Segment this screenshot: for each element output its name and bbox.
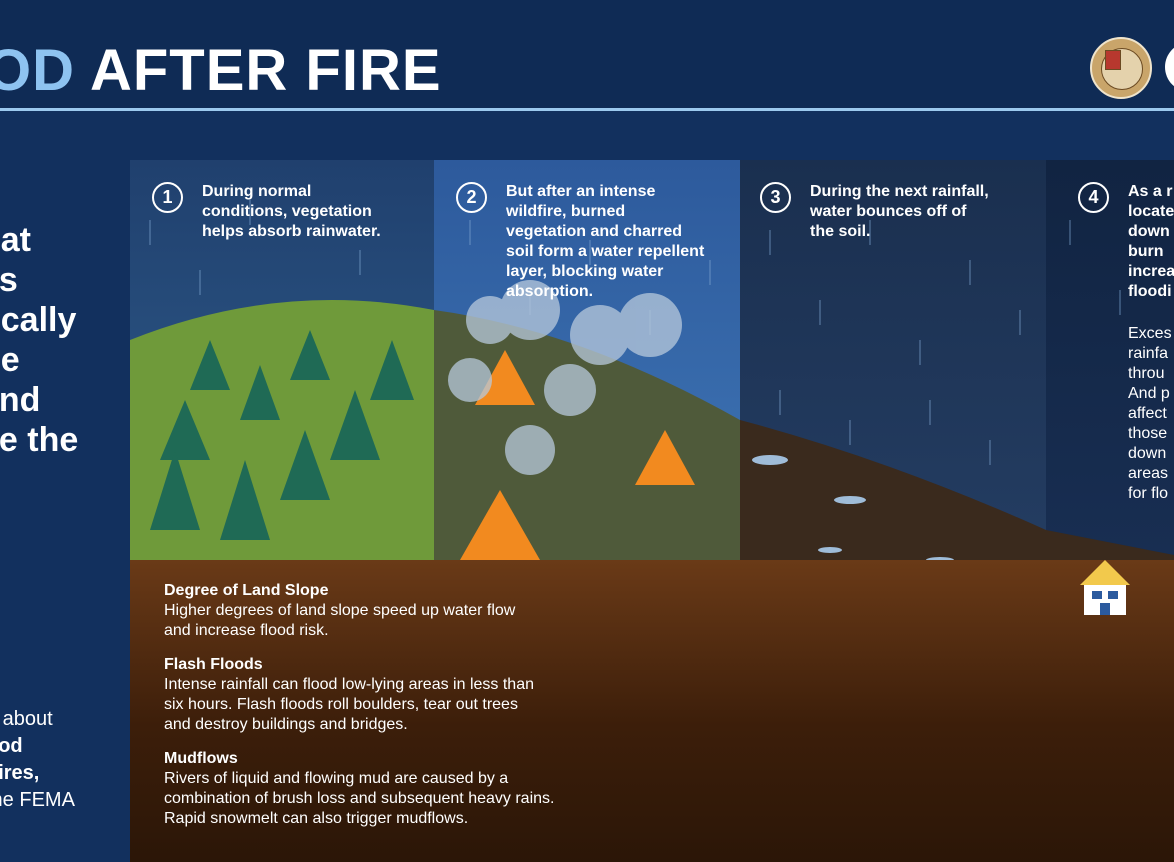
info-line: Intense rainfall can flood low-lying are… bbox=[164, 676, 534, 693]
step-2-badge: 2 bbox=[456, 182, 487, 213]
detail-line: rainfa bbox=[1128, 345, 1169, 362]
detail-line: Exces bbox=[1128, 325, 1172, 342]
info-heading: Degree of Land Slope bbox=[164, 582, 329, 599]
step-line: But after an intense bbox=[506, 183, 656, 200]
house-icon bbox=[1080, 560, 1130, 615]
intro-line: he bbox=[0, 341, 20, 379]
step-line: water bounces off of bbox=[810, 203, 967, 220]
step-1-text: During normal conditions, vegetation hel… bbox=[202, 182, 381, 242]
info-line: combination of brush loss and subsequent… bbox=[164, 790, 555, 807]
title-highlight: OD bbox=[0, 38, 75, 103]
page-title: OD AFTER FIRE bbox=[0, 42, 442, 100]
detail-line: throu bbox=[1128, 365, 1165, 382]
intro-line: u bbox=[0, 180, 130, 220]
step-line: helps absorb rainwater. bbox=[202, 223, 381, 240]
intro-line: se the bbox=[0, 421, 79, 459]
step-3-text: During the next rainfall, water bounces … bbox=[810, 182, 989, 242]
step-line: soil form a water repellent bbox=[506, 243, 705, 260]
learn-line: the FEMA bbox=[0, 789, 75, 811]
agency-seal-logo bbox=[1165, 42, 1174, 92]
intro-line: and bbox=[0, 381, 41, 419]
detail-line: down bbox=[1128, 445, 1167, 462]
intro-text: u hat es tically he and se the bbox=[0, 180, 130, 460]
intro-line: hat bbox=[0, 221, 31, 259]
soil-layer bbox=[130, 560, 1174, 862]
header-divider bbox=[0, 108, 1174, 111]
info-heading: Mudflows bbox=[164, 750, 238, 767]
step-line: As a r bbox=[1128, 183, 1173, 200]
step-line: During the next rainfall, bbox=[810, 183, 989, 200]
step-line: vegetation and charred bbox=[506, 223, 683, 240]
learn-line-bold: Fires, bbox=[0, 762, 40, 784]
info-section: Degree of Land Slope Higher degrees of l… bbox=[164, 581, 624, 843]
info-line: Higher degrees of land slope speed up wa… bbox=[164, 602, 516, 619]
step-line: layer, blocking water bbox=[506, 263, 664, 280]
detail-line: And p bbox=[1128, 385, 1170, 402]
step-line: absorption. bbox=[506, 283, 594, 300]
intro-line: tically bbox=[0, 301, 77, 339]
info-body: Intense rainfall can flood low-lying are… bbox=[164, 675, 624, 735]
step-line: wildfire, burned bbox=[506, 203, 626, 220]
step-line: During normal bbox=[202, 183, 312, 200]
step-line: burn bbox=[1128, 243, 1164, 260]
detail-line: for flo bbox=[1128, 485, 1169, 502]
info-heading: Flash Floods bbox=[164, 656, 263, 673]
learn-line: e about bbox=[0, 708, 53, 730]
panel-downstream bbox=[1046, 160, 1174, 560]
title-main: AFTER FIRE bbox=[89, 38, 442, 103]
step-4-text: As a r locate down burn increa floodi bbox=[1128, 182, 1174, 302]
info-line: six hours. Flash floods roll boulders, t… bbox=[164, 696, 518, 713]
rain-overlay bbox=[130, 200, 1174, 560]
city-seal-logo bbox=[1090, 37, 1152, 99]
info-line: Rapid snowmelt can also trigger mudflows… bbox=[164, 810, 469, 827]
info-body: Rivers of liquid and flowing mud are cau… bbox=[164, 769, 624, 829]
step-2-text: But after an intense wildfire, burned ve… bbox=[506, 182, 704, 302]
info-line: and destroy buildings and bridges. bbox=[164, 716, 408, 733]
learn-line-bold: ood bbox=[0, 735, 23, 757]
step-1-badge: 1 bbox=[152, 182, 183, 213]
step-line: conditions, vegetation bbox=[202, 203, 372, 220]
learn-more-text: e about ood Fires, the FEMA bbox=[0, 706, 75, 814]
header-bar bbox=[0, 0, 1174, 110]
info-body: Higher degrees of land slope speed up wa… bbox=[164, 601, 624, 641]
step-line: the soil. bbox=[810, 223, 871, 240]
intro-line: es bbox=[0, 261, 18, 299]
detail-line: those bbox=[1128, 425, 1168, 442]
detail-line: affect bbox=[1128, 405, 1167, 422]
step-3-badge: 3 bbox=[760, 182, 791, 213]
info-line: Rivers of liquid and flowing mud are cau… bbox=[164, 770, 509, 787]
detail-line: areas bbox=[1128, 465, 1169, 482]
info-line: and increase flood risk. bbox=[164, 622, 329, 639]
step-line: down bbox=[1128, 223, 1170, 240]
step-4-details: Exces rainfa throu And p affect those do… bbox=[1128, 324, 1174, 504]
step-line: increa bbox=[1128, 263, 1174, 280]
step-line: locate bbox=[1128, 203, 1174, 220]
infographic-scene: 1 During normal conditions, vegetation h… bbox=[130, 160, 1174, 862]
step-4-badge: 4 bbox=[1078, 182, 1109, 213]
step-line: floodi bbox=[1128, 283, 1172, 300]
